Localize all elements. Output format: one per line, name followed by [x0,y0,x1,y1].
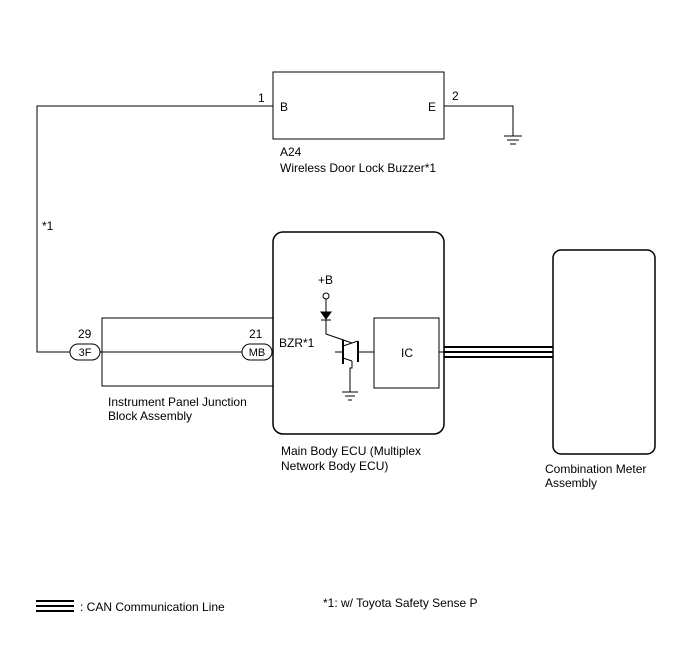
junction-block-component: 29 21 3F MB Instrument Panel Junction Bl… [69,317,274,423]
meter-name-line1: Combination Meter [545,462,646,476]
supply-terminal-icon [322,292,330,300]
buzzer-box [272,71,445,140]
buzzer-pin-2: 2 [452,89,459,103]
ic-label: IC [401,346,413,360]
wire-buzzer-ground [444,105,514,136]
meter-name-line2: Assembly [545,476,597,490]
can-line-legend-icon [36,600,74,612]
transistor-icon [335,340,374,392]
ecu-name-line2: Network Body ECU) [281,459,388,473]
wire-note-marker: *1 [42,219,54,233]
ground-icon [504,135,522,145]
wire-buzzer-to-junction [36,105,273,353]
legend: : CAN Communication Line *1: w/ Toyota S… [36,596,478,614]
junction-name-line1: Instrument Panel Junction [108,395,247,409]
footnote: *1: w/ Toyota Safety Sense P [323,596,478,610]
buzzer-component: B E 1 2 A24 Wireless Door Lock Buzzer*1 [258,71,459,175]
can-bus-lines [444,346,553,358]
buzzer-terminal-e: E [428,100,436,114]
buzzer-code: A24 [280,145,302,159]
buzzer-pin-1: 1 [258,91,265,105]
junction-pin-21: 21 [249,327,263,341]
can-line-legend-label: : CAN Communication Line [80,600,225,614]
junction-name-line2: Block Assembly [108,409,192,423]
ecu-supply-label: +B [318,273,333,287]
connector-mb-label: MB [249,347,266,359]
ecu-name-line1: Main Body ECU (Multiplex [281,444,421,458]
combination-meter-component: Combination Meter Assembly [545,249,656,490]
buzzer-name: Wireless Door Lock Buzzer*1 [280,161,436,175]
main-body-ecu-component: +B BZR*1 IC Main Body [272,231,445,473]
connector-3f-label: 3F [79,347,92,359]
ic-box [373,317,440,389]
ecu-ground-icon [342,391,358,401]
buzzer-terminal-b: B [280,100,288,114]
ecu-terminal-bzr: BZR*1 [279,336,315,350]
meter-box [552,249,656,455]
junction-pin-29: 29 [78,327,92,341]
